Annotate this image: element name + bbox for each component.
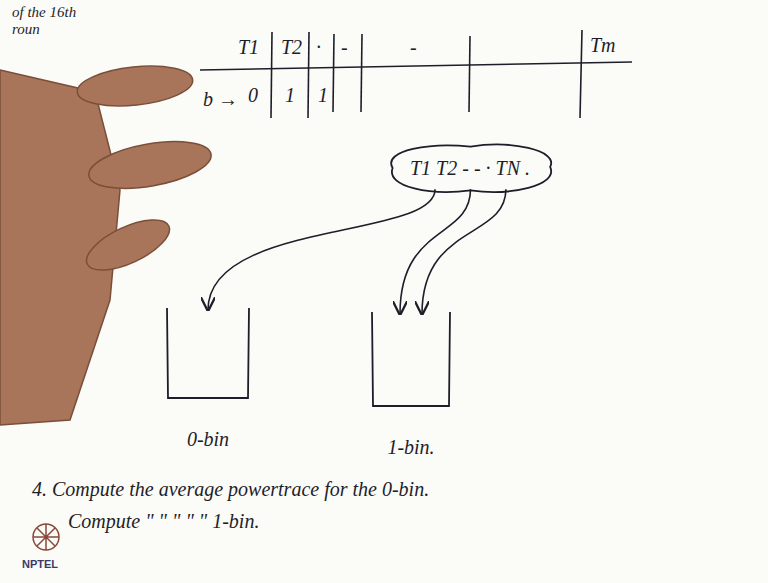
table-header: T2 — [281, 36, 302, 58]
table-rule — [200, 62, 632, 70]
bin-node: 1-bin. — [368, 312, 454, 462]
table-cell: 1 — [318, 84, 328, 106]
logo-spokes — [33, 524, 59, 550]
outline-path — [167, 308, 249, 398]
table-divider — [469, 36, 470, 112]
node-text: T1 T2 - - · TN . — [410, 157, 531, 179]
table-cell: 0 — [248, 84, 258, 106]
note-text: Compute " " " " " 1-bin. — [68, 510, 259, 532]
outline-path — [372, 312, 450, 406]
table-divider — [271, 32, 272, 118]
nptel-logo — [33, 524, 59, 550]
arrow-connector — [400, 189, 471, 314]
table-divider — [580, 30, 582, 118]
table-cell: 1 — [285, 84, 295, 106]
table-lines — [200, 30, 632, 118]
hand — [0, 61, 215, 425]
note-text: 4. Compute the average powertrace for th… — [32, 478, 429, 500]
finger — [75, 61, 194, 111]
bin-outline — [163, 308, 253, 400]
finger — [85, 134, 214, 197]
table-header: - — [410, 36, 417, 58]
table-header: Tm — [590, 34, 616, 56]
table-header: T1 — [238, 36, 259, 58]
table-header: · — [316, 36, 321, 58]
note-text: of the 16th roun — [12, 4, 84, 37]
table-divider — [333, 34, 334, 112]
cloud-node: T1 T2 - - · TN . — [382, 140, 559, 196]
table-divider — [361, 34, 362, 112]
table-header: - — [341, 36, 348, 58]
bin-label: 1-bin. — [368, 436, 454, 458]
outline-path — [391, 145, 551, 192]
bin-node: 0-bin — [163, 308, 253, 454]
arrow-connector — [422, 189, 506, 314]
row-label: b → — [203, 88, 238, 110]
logo-ring — [33, 524, 59, 550]
logo-text: NPTEL — [22, 558, 58, 570]
finger — [80, 210, 177, 281]
bin-outline — [368, 312, 454, 408]
bin-label: 0-bin — [163, 428, 253, 450]
table-divider — [308, 32, 309, 118]
